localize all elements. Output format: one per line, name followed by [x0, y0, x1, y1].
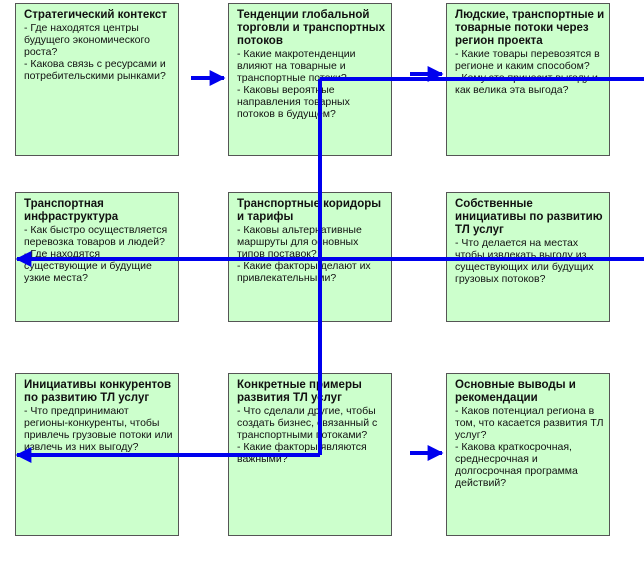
- box-question: - Что предпринимают регионы-конкуренты, …: [24, 405, 173, 453]
- box-title: Собственные инициативы по развитию ТЛ ус…: [455, 198, 603, 236]
- box-question: - Какие товары перевозятся в регионе и к…: [455, 48, 600, 72]
- box-question: - Каков потенциал региона в том, что кас…: [455, 405, 604, 441]
- box-question: - Что сделали другие, чтобы создать бизн…: [237, 405, 378, 441]
- box-question: - Каковы вероятные направления товарных …: [237, 84, 350, 120]
- box-corridors-tariffs: Транспортные коридоры и тарифы - Каковы …: [228, 192, 392, 322]
- box-question: - Где находятся существующие и будущие у…: [24, 248, 152, 284]
- box-transport-infrastructure: Транспортная инфраструктура - Как быстро…: [15, 192, 179, 322]
- box-title: Конкретные примеры развития ТЛ услуг: [237, 379, 362, 404]
- box-question: - Какие факторы являются важными?: [237, 441, 367, 465]
- box-global-trade-trends: Тенденции глобальной торговли и транспор…: [228, 3, 392, 156]
- box-question: - Что делается на местах чтобы извлекать…: [455, 237, 594, 285]
- box-title: Основные выводы и рекомендации: [455, 379, 576, 404]
- box-case-examples: Конкретные примеры развития ТЛ услуг - Ч…: [228, 373, 392, 536]
- box-question: - Какова связь с ресурсами и потребитель…: [24, 58, 166, 82]
- box-title: Транспортные коридоры и тарифы: [237, 198, 382, 223]
- box-title: Инициативы конкурентов по развитию ТЛ ус…: [24, 379, 172, 404]
- box-own-initiatives: Собственные инициативы по развитию ТЛ ус…: [446, 192, 610, 322]
- box-regional-flows: Людские, транспортные и товарные потоки …: [446, 3, 610, 156]
- box-question: - Какова краткосрочная, среднесрочная и …: [455, 441, 578, 489]
- box-title: Транспортная инфраструктура: [24, 198, 119, 223]
- box-competitor-initiatives: Инициативы конкурентов по развитию ТЛ ус…: [15, 373, 179, 536]
- box-question: - Кому это приносит выгоду и как велика …: [455, 72, 598, 96]
- box-question: - Каковы альтернативные маршруты для осн…: [237, 224, 362, 260]
- box-question: - Где находятся центры будущего экономич…: [24, 22, 150, 58]
- box-title: Тенденции глобальной торговли и транспор…: [237, 9, 385, 47]
- box-strategic-context: Стратегический контекст - Где находятся …: [15, 3, 179, 156]
- box-title: Людские, транспортные и товарные потоки …: [455, 9, 605, 47]
- box-conclusions: Основные выводы и рекомендации - Каков п…: [446, 373, 610, 536]
- box-question: - Какие макротенденции влияют на товарны…: [237, 48, 356, 84]
- box-title: Стратегический контекст: [24, 9, 167, 21]
- box-question: - Как быстро осуществляется перевозка то…: [24, 224, 168, 248]
- box-question: - Какие факторы делают их привлекательны…: [237, 260, 371, 284]
